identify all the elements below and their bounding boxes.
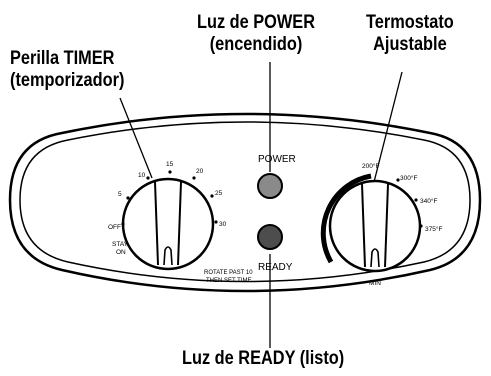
rotate-note-line1: ROTATE PAST 10 [204,270,253,276]
power-light-label: POWER [258,154,296,165]
thermostat-callout-line1: Termostato [366,12,454,33]
timer-tick-dots [121,170,218,226]
thermostat-mark-200: 200°F [362,162,379,170]
ready-light-label: READY [258,262,293,273]
thermostat-mark-375: 375°F [425,225,442,233]
timer-mark-25: 25 [215,190,223,197]
timer-mark-off: OFF [108,224,121,231]
power-light [257,173,283,199]
thermostat-range-arc [320,173,372,264]
timer-mark-10: 10 [138,172,146,179]
timer-mark-5: 5 [118,191,122,198]
panel-outer-border [8,112,482,293]
rotate-note: ROTATE PAST 10 THEN SET TIME [204,270,253,284]
thermostat-callout-line2: Ajustable [373,34,447,55]
rotate-note-line2: THEN SET TIME [206,278,251,284]
thermostat-mark-300: 300°F [400,174,417,182]
power-callout-line2: (encendido) [209,34,303,55]
thermostat-callout: Termostato Ajustable [366,12,454,56]
timer-callout-line1: Perilla TIMER [10,48,115,69]
panel-inner-border [19,121,471,283]
timer-mark-30: 30 [219,221,227,228]
timer-mark-labels: OFF 5 10 15 20 25 30 STAY ON [108,161,227,256]
timer-stay-label: STAY [112,241,129,248]
timer-callout-line2: (temporizador) [10,70,125,91]
ready-callout-line1: Luz de READY (listo) [182,348,345,369]
leader-timer [119,97,153,179]
leader-thermostat [373,71,403,183]
thermostat-mark-340: 340°F [420,197,437,205]
timer-mark-20: 20 [196,168,204,175]
timer-on-label: ON [116,249,126,256]
ready-light-callout: Luz de READY (listo) [182,348,344,370]
timer-knob [121,177,215,271]
timer-mark-15: 15 [166,161,174,168]
timer-knob-callout: Perilla TIMER (temporizador) [10,48,124,92]
thermostat-tick-dots [396,178,423,228]
power-callout-line1: Luz de POWER [197,12,316,33]
thermostat-min-label: MIN [369,280,381,287]
ready-light [257,224,283,250]
thermostat-mark-labels: 200°F 300°F 340°F 375°F MIN [362,162,442,287]
power-light-callout: Luz de POWER (encendido) [197,12,315,56]
thermostat-knob [328,179,422,273]
